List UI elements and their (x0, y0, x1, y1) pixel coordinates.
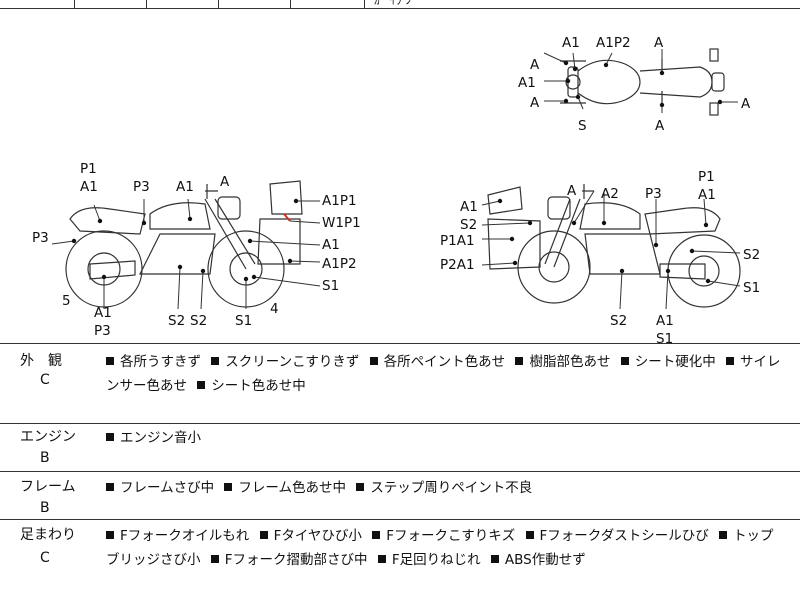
label: A1 (656, 313, 674, 329)
label: A1 (518, 75, 536, 91)
label: A (530, 57, 540, 73)
label: P1 (80, 161, 97, 177)
section-grade: B (40, 450, 50, 466)
label: A (220, 174, 230, 190)
section-grade: C (40, 550, 50, 566)
label: 4 (270, 301, 279, 317)
bullet-square-icon (211, 357, 220, 365)
label: P3 (94, 323, 111, 339)
bullet-square-icon (719, 531, 728, 539)
section-items: 各所うすきず スクリーンこすりきず 各所ペイント色あせ 樹脂部色あせ シート硬化… (106, 354, 781, 394)
label: A1 (698, 187, 716, 203)
bullet-square-icon (377, 555, 386, 563)
label: S2 (610, 313, 627, 329)
section-frame: フレーム B フレームさび中 フレーム色あせ中 ステップ周りペイント不良 (0, 472, 800, 520)
label: 5 (62, 293, 71, 309)
label: P3 (133, 179, 150, 195)
bullet-square-icon (525, 531, 534, 539)
label: A (654, 35, 664, 51)
label: A1P2 (596, 35, 631, 51)
header-fragment: ｶﾞ ｲﾗ ﾝ (374, 0, 412, 7)
bullet-square-icon (620, 357, 629, 365)
top-view-motorcycle (560, 48, 725, 116)
section-label: 足まわり (20, 527, 76, 543)
label: S1 (656, 331, 673, 343)
label: W1P1 (322, 215, 361, 231)
label: A1 (460, 199, 478, 215)
bullet-square-icon (210, 555, 219, 563)
header-table-strip: ｶﾞ ｲﾗ ﾝ (0, 0, 800, 9)
label: A1P2 (322, 256, 357, 272)
label: A (655, 118, 665, 134)
label: S2 (190, 313, 207, 329)
label: P1A1 (440, 233, 475, 249)
damage-diagram: A1 A1P2 A A A1 A S A A P1 A1 P3 A1 A P3 … (0, 9, 800, 347)
section-items: エンジン音小 (106, 426, 786, 450)
right-side-motorcycle (487, 184, 741, 308)
section-suspension: 足まわり C Fフォークオイルもれ Fタイヤひび小 Fフォークこすりキズ Fフォ… (0, 520, 800, 600)
bullet-square-icon (490, 555, 499, 563)
section-grade: C (40, 372, 50, 388)
section-label: エンジン (20, 429, 76, 445)
label: A1 (94, 305, 112, 321)
label: A1 (322, 237, 340, 253)
section-grade: B (40, 500, 50, 516)
section-engine: エンジン B エンジン音小 (0, 424, 800, 472)
label: A1 (80, 179, 98, 195)
label: A1 (176, 179, 194, 195)
bullet-square-icon (372, 531, 381, 539)
label: S2 (460, 217, 477, 233)
label: A (567, 183, 577, 199)
bullet-square-icon (369, 357, 378, 365)
bullet-square-icon (106, 433, 114, 441)
section-exterior: 外 観 C 各所うすきず スクリーンこすりきず 各所ペイント色あせ 樹脂部色あせ… (0, 344, 800, 424)
bullet-square-icon (106, 483, 114, 491)
bullet-square-icon (106, 357, 114, 365)
label: A1P1 (322, 193, 357, 209)
label: P3 (645, 186, 662, 202)
label: P3 (32, 230, 49, 246)
bullet-square-icon (106, 531, 114, 539)
label: S2 (168, 313, 185, 329)
bullet-square-icon (356, 483, 365, 491)
label: S2 (743, 247, 760, 263)
label: A2 (601, 186, 619, 202)
label: S (578, 118, 587, 134)
damage-marker-red (283, 213, 291, 222)
label: S1 (743, 280, 760, 296)
bullet-square-icon (726, 357, 735, 365)
motorcycle-diagram: A1 A1P2 A A A1 A S A A P1 A1 P3 A1 A P3 … (32, 35, 760, 347)
label: S1 (322, 278, 339, 294)
label: P1 (698, 169, 715, 185)
section-items: Fフォークオイルもれ Fタイヤひび小 Fフォークこすりキズ Fフォークダストシー… (106, 528, 774, 568)
label: A1 (562, 35, 580, 51)
section-label: 外 観 (20, 353, 62, 369)
label: A (741, 96, 751, 112)
label: A (530, 95, 540, 111)
section-label: フレーム (20, 479, 76, 495)
section-items: フレームさび中 フレーム色あせ中 ステップ周りペイント不良 (106, 476, 786, 500)
bullet-square-icon (197, 381, 206, 389)
label: P2A1 (440, 257, 475, 273)
left-side-motorcycle (65, 180, 303, 308)
bullet-square-icon (224, 483, 233, 491)
label: S1 (235, 313, 252, 329)
bullet-square-icon (515, 357, 524, 365)
bullet-square-icon (259, 531, 268, 539)
